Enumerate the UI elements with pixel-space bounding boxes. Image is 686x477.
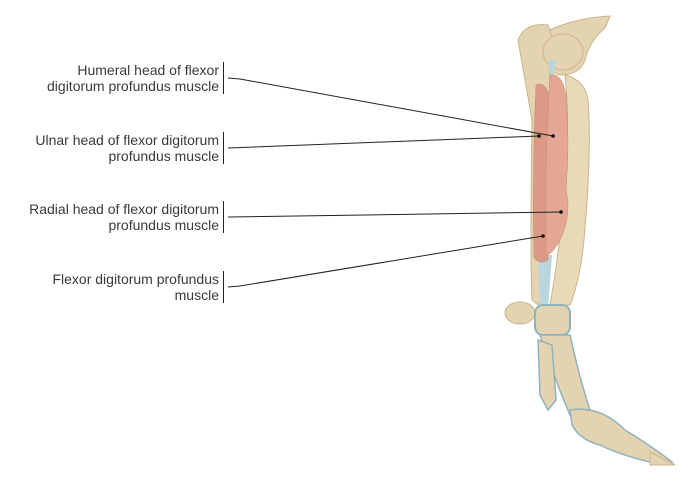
label-line: Humeral head of flexor [77, 62, 219, 78]
pointer-dot [551, 134, 555, 138]
pointer-dot [541, 234, 545, 238]
pointer-dot [559, 210, 563, 214]
dewclaw [537, 338, 557, 412]
pointer-dot [537, 134, 541, 138]
label-humeral-head: Humeral head of flexor digitorum profund… [47, 62, 224, 94]
label-line: Ulnar head of flexor digitorum [35, 132, 219, 148]
label-line: muscle [174, 287, 219, 303]
phalanges [569, 408, 675, 463]
label-line: profundus muscle [108, 217, 219, 233]
leader-line-flexor [227, 235, 544, 288]
humeral-head-muscle [545, 74, 569, 256]
leader-line-ulnar [227, 135, 540, 149]
label-line: digitorum profundus muscle [47, 78, 219, 94]
tendon [548, 60, 556, 85]
label-ulnar-head: Ulnar head of flexor digitorum profundus… [35, 132, 224, 164]
leader-line-humeral [227, 77, 554, 137]
tendon [538, 255, 552, 310]
claw [649, 451, 676, 466]
label-radial-head: Radial head of flexor digitorum profundu… [29, 201, 224, 233]
label-flexor-digitorum-profundus: Flexor digitorum profundus muscle [52, 271, 224, 303]
leader-line-radial [227, 211, 562, 218]
carpal-bones [534, 304, 571, 336]
label-line: Radial head of flexor digitorum [29, 201, 219, 217]
label-line: Flexor digitorum profundus [52, 271, 219, 287]
accessory-carpal [504, 301, 536, 325]
label-line: profundus muscle [108, 148, 219, 164]
